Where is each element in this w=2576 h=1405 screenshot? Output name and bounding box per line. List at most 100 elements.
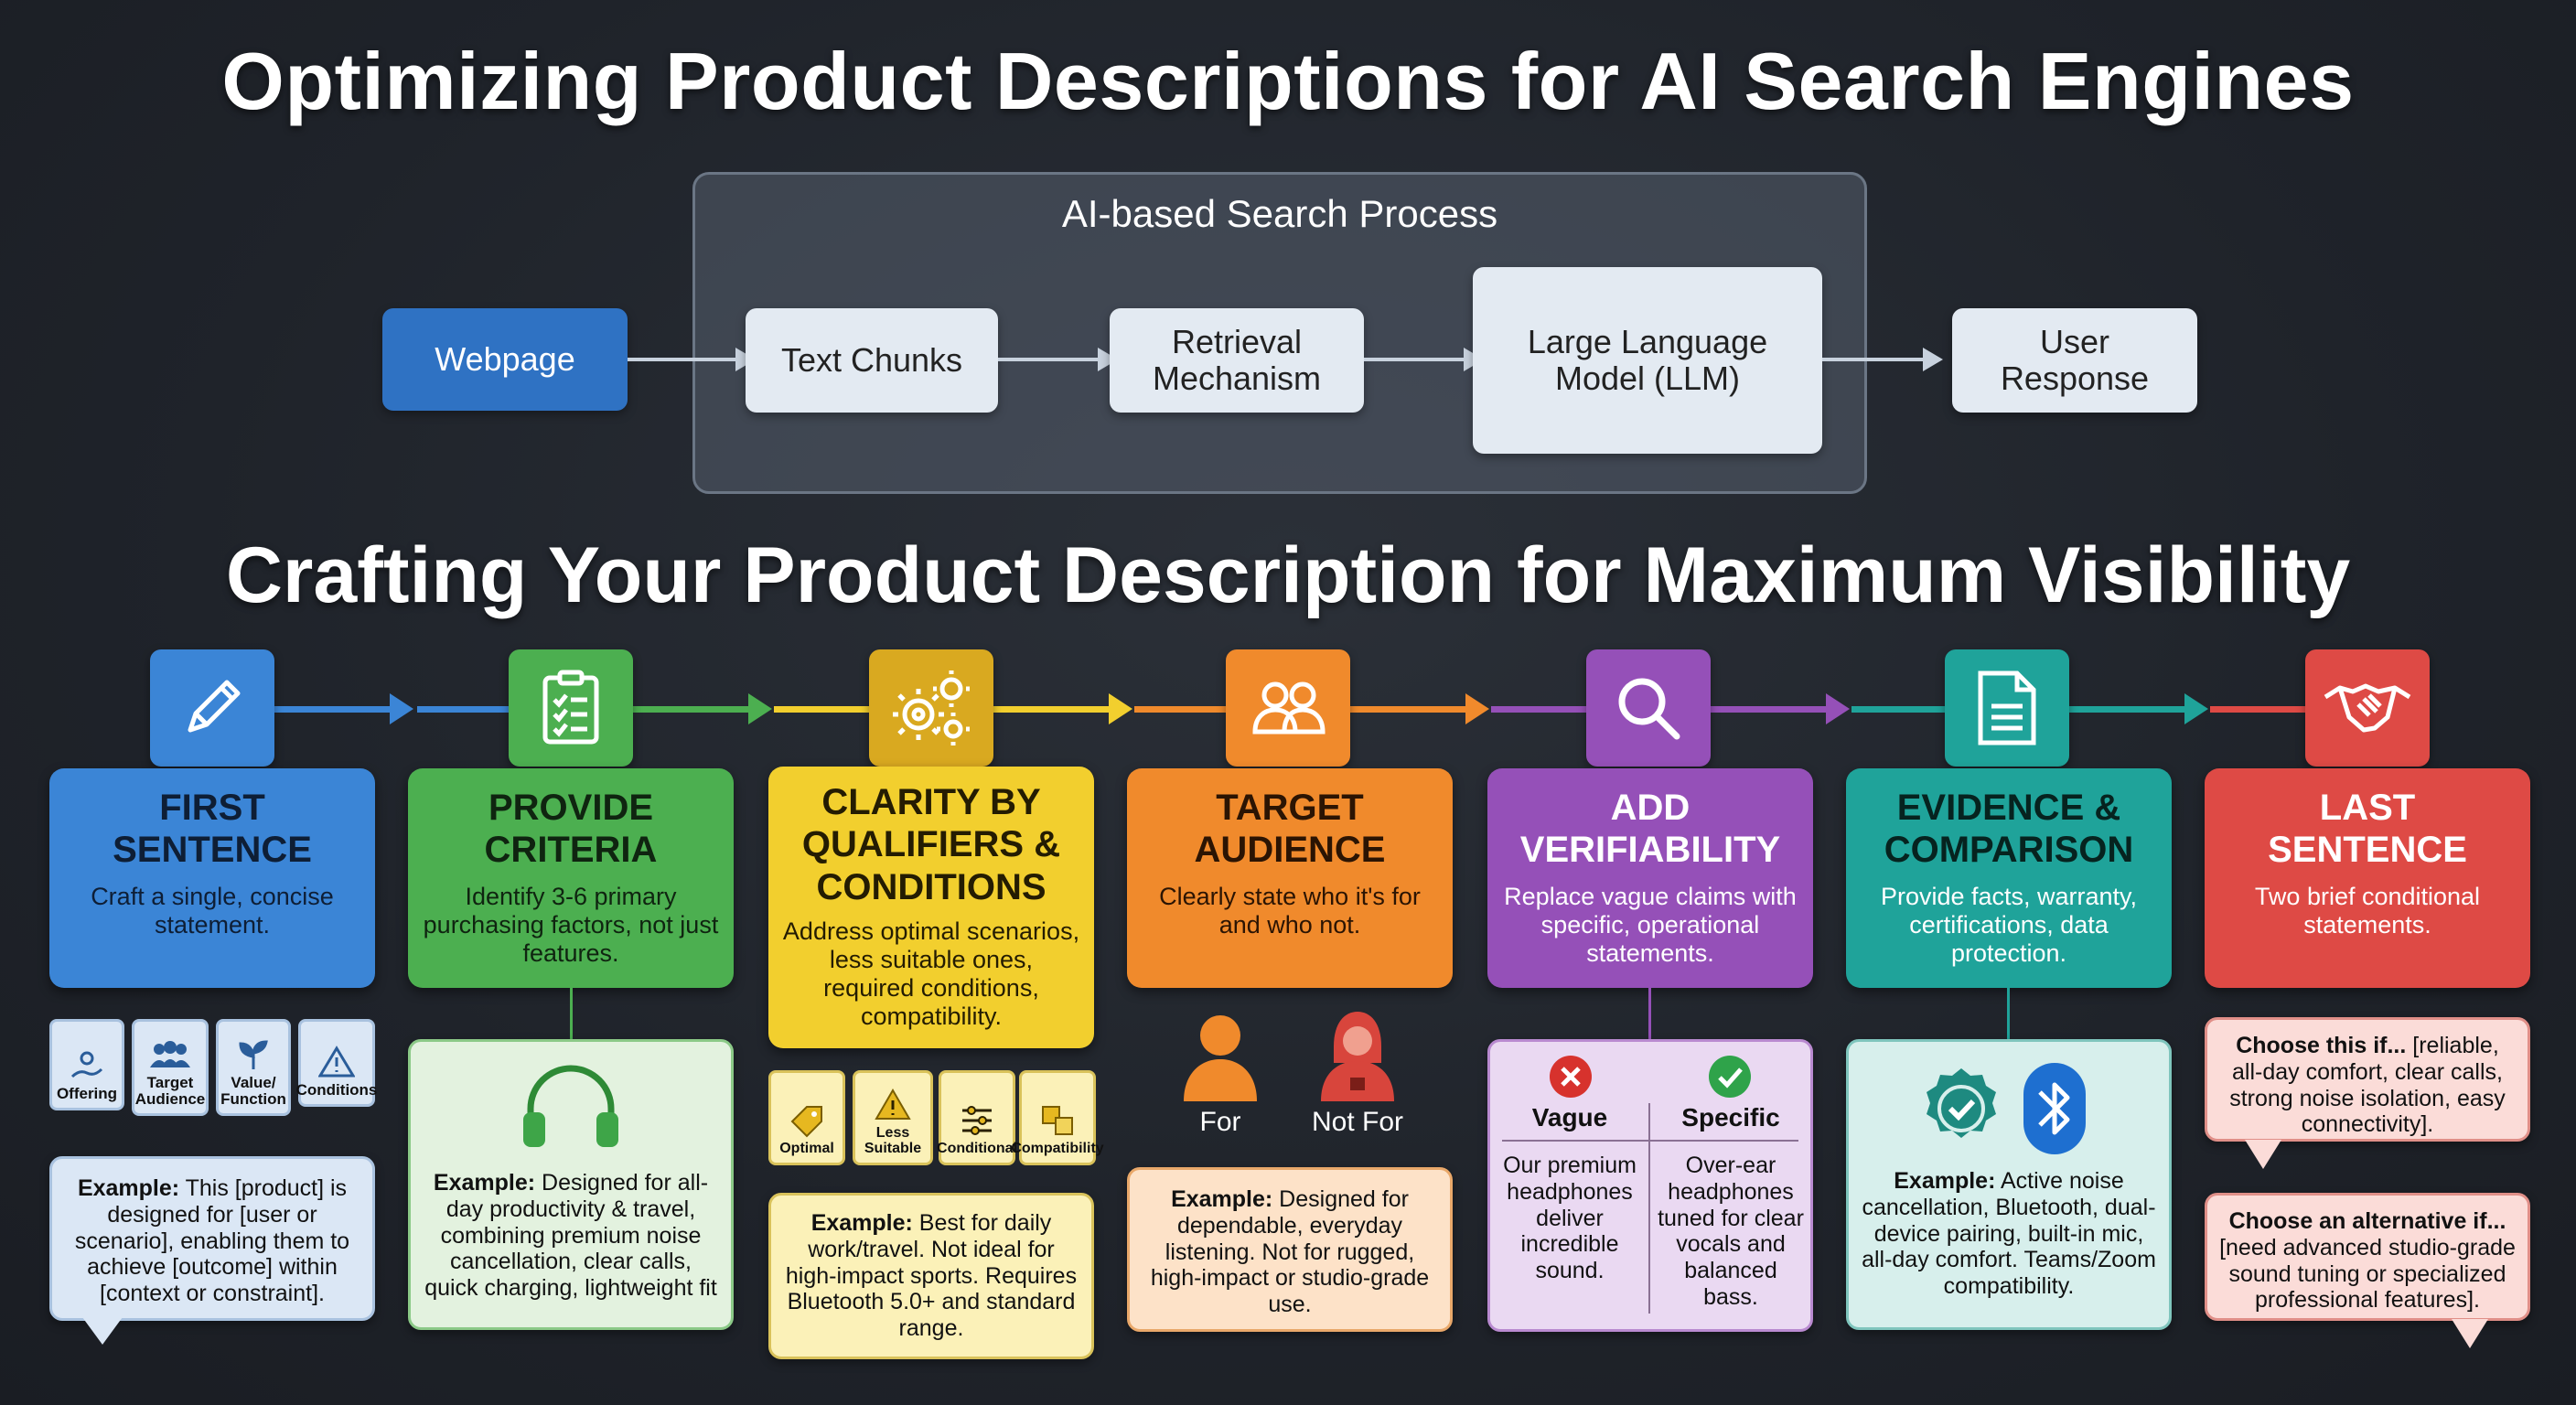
choose-this-text: [reliable, all-day comfort, clear calls,…	[2229, 1033, 2506, 1138]
card-title-line: CRITERIA	[484, 830, 658, 871]
response-label-line2: Response	[2000, 359, 2150, 397]
example-label: Example:	[1171, 1186, 1273, 1212]
llm-label-line2: Model (LLM)	[1554, 359, 1741, 397]
tile-less-suitable: Less Suitable	[853, 1070, 933, 1165]
connector-line	[774, 706, 869, 713]
card-description: Identify 3-6 primary purchasing factors,…	[423, 882, 719, 967]
gears-icon	[869, 649, 993, 767]
text-chunks-label: Text Chunks	[780, 340, 963, 379]
main-title: Optimizing Product Descriptions for AI S…	[221, 36, 2355, 126]
example-text: This [product] is designed for [user or …	[74, 1175, 350, 1306]
connector-vertical	[570, 988, 573, 1039]
card-title-line: VERIFIABILITY	[1519, 830, 1781, 871]
vague-label: Vague	[1531, 1103, 1608, 1132]
arrow-line	[628, 358, 737, 361]
verified-badge-icon	[1917, 1065, 2005, 1157]
speech-tail	[82, 1317, 123, 1345]
warning-icon	[875, 1089, 911, 1121]
tile-label: Value/ Function	[220, 1074, 286, 1109]
tag-icon	[790, 1106, 822, 1138]
process-label: AI-based Search Process	[1061, 192, 1498, 235]
card-title-line: SENTENCE	[113, 830, 312, 871]
tile-offering: Offering	[49, 1019, 124, 1110]
group-icon	[150, 1041, 190, 1068]
choose-alternative-text: [need advanced studio-grade sound tuning…	[2219, 1234, 2516, 1314]
tile-optimal: Optimal	[768, 1070, 845, 1165]
example-provide-criteria: Example: Designed for all-day productivi…	[408, 1039, 734, 1330]
clipboard-checklist-icon	[509, 649, 633, 767]
warning-icon	[318, 1046, 355, 1078]
example-first-sentence: Example: This [product] is designed for …	[49, 1156, 375, 1321]
people-icon	[1226, 649, 1350, 767]
example-clarity: Example: Best for daily work/travel. Not…	[768, 1193, 1094, 1359]
llm-label-line1: Large Language	[1527, 322, 1768, 360]
not-for-label: Not For	[1311, 1107, 1404, 1137]
arrow-line	[1822, 358, 1925, 361]
connector-line	[633, 706, 752, 713]
card-description: Replace vague claims with specific, oper…	[1504, 882, 1797, 967]
card-title-line: TARGET	[1216, 788, 1364, 828]
connector-line	[417, 706, 509, 713]
tile-value-function: Value/ Function	[216, 1019, 291, 1116]
connector-line	[1134, 706, 1226, 713]
choose-alternative-callout: Choose an alternative if... [need advanc…	[2205, 1193, 2530, 1321]
card-title-line: FIRST	[159, 788, 265, 828]
example-label: Example:	[1894, 1168, 1996, 1194]
card-description: Address optimal scenarios, less suitable…	[782, 917, 1080, 1031]
choose-this-label: Choose this if...	[2236, 1033, 2407, 1058]
tile-label: Offering	[56, 1085, 118, 1103]
hand-person-icon	[70, 1051, 103, 1078]
speech-tail	[2245, 1140, 2281, 1169]
tile-label: Target Audience	[134, 1074, 206, 1109]
card-title-line: AUDIENCE	[1194, 830, 1386, 871]
example-evidence: Example: Active noise cancellation, Blue…	[1846, 1039, 2172, 1330]
magnifier-icon	[1586, 649, 1711, 767]
subtitle: Crafting Your Product Description for Ma…	[225, 531, 2351, 619]
x-circle-icon	[1548, 1054, 1594, 1104]
plant-icon	[239, 1040, 268, 1070]
connector-line	[1350, 706, 1469, 713]
tile-compatibility: Compatibility	[1011, 1070, 1104, 1165]
card-title-line: COMPARISON	[1884, 830, 2134, 871]
arrow-line	[998, 358, 1100, 361]
tile-label: Less Suitable	[864, 1125, 922, 1157]
person-for-icon	[1176, 1010, 1264, 1106]
card-title-line: CONDITIONS	[816, 866, 1046, 907]
tile-conditions: Conditions	[295, 1019, 378, 1107]
connector-line	[993, 706, 1112, 713]
handshake-icon	[2305, 649, 2430, 767]
speech-tail	[2452, 1319, 2488, 1348]
connector-vertical	[2007, 988, 2010, 1039]
divider-horizontal	[1502, 1140, 1798, 1142]
pencil-icon	[150, 649, 274, 767]
retrieval-label-line2: Mechanism	[1152, 359, 1322, 397]
card-description: Craft a single, concise statement.	[91, 882, 334, 938]
connector-head	[1109, 693, 1132, 724]
card-description: Provide facts, warranty, certifications,…	[1880, 882, 2138, 967]
example-label: Example:	[810, 1210, 913, 1236]
card-title-line: CLARITY BY	[821, 782, 1041, 822]
card-title-line: SENTENCE	[2268, 830, 2467, 871]
connector-line	[2069, 706, 2188, 713]
vague-specific-comparison	[1487, 1039, 1813, 1332]
card-title-line: PROVIDE	[488, 788, 654, 828]
connector-head	[2184, 693, 2208, 724]
headphones-icon	[518, 1059, 624, 1155]
specific-label: Specific	[1681, 1103, 1780, 1132]
tile-label: Conditions	[295, 1081, 378, 1099]
connector-line	[274, 706, 393, 713]
card-title-line: EVIDENCE &	[1896, 788, 2121, 828]
example-text: Active noise cancellation, Bluetooth, du…	[1862, 1168, 2156, 1299]
connector-head	[1826, 693, 1850, 724]
example-text: Designed for dependable, everyday listen…	[1150, 1186, 1430, 1317]
sliders-icon	[962, 1106, 992, 1136]
choose-this-callout: Choose this if... [reliable, all-day com…	[2205, 1017, 2530, 1142]
choose-alternative-label: Choose an alternative if...	[2228, 1208, 2506, 1234]
card-evidence-comparison: EVIDENCE &COMPARISON Provide facts, warr…	[1846, 768, 2172, 988]
card-title-line: LAST	[2319, 788, 2416, 828]
connector-line	[1711, 706, 1830, 713]
webpage-label: Webpage	[435, 339, 575, 378]
